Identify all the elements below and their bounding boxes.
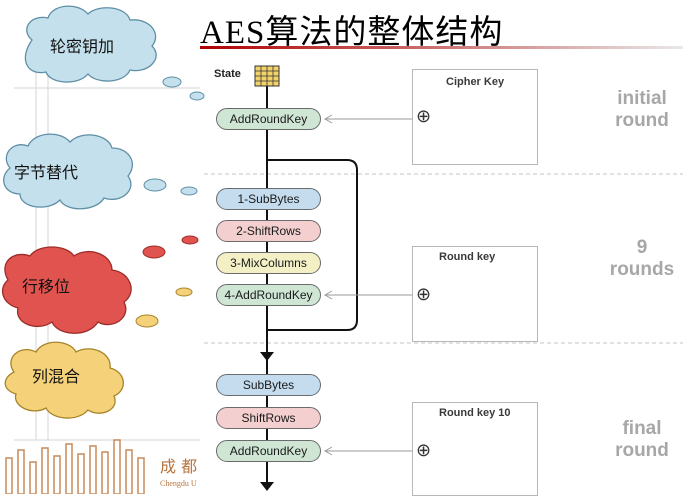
cipher-key-box [412,69,538,165]
flow-arrow [260,352,274,361]
cloud-shift-rows: 行移位 [1,235,199,334]
round-key-10-box [412,402,538,496]
xor-icon: ⊕ [416,106,432,126]
cloud-label: 行移位 [22,277,70,296]
phase-nine-rounds: 9 rounds [600,237,683,281]
logo-chinese: 成 都 [160,457,197,476]
round-key-box [412,246,538,342]
phase-final: final round [600,418,683,462]
round-key-10-label: Round key 10 [439,407,511,419]
round-loop [267,159,358,331]
logo-graphic [5,439,145,494]
cloud-sub-bytes: 字节替代 [3,133,198,210]
key-arrow-head [323,114,333,124]
phase-mid-line2: rounds [609,259,675,280]
round-key-label: Round key [439,251,496,263]
step-final-add-round-key: AddRoundKey [216,440,321,462]
step-mix-columns: 3-MixColumns [216,252,321,274]
phase-initial: initial round [600,88,683,132]
key-arrow-head [323,446,333,456]
state-label: State [214,68,241,80]
step-shift-rows: 2-ShiftRows [216,220,321,242]
cloud-label: 列混合 [32,367,80,386]
phase-initial-line1: initial [617,88,667,109]
phase-initial-line2: round [615,110,669,131]
step-initial-add-round-key: AddRoundKey [216,108,321,130]
phase-final-line1: final [622,418,662,439]
key-arrow-head [323,290,333,300]
cloud-label: 轮密钥加 [50,37,114,56]
logo-english: Chengdu U [160,479,197,488]
cloud-label: 字节替代 [14,163,78,182]
page-title: AES算法的整体结构 [200,15,504,51]
step-add-round-key: 4-AddRoundKey [216,284,321,306]
step-final-shift-rows: ShiftRows [216,407,321,429]
phase-final-line2: round [615,440,669,461]
flow-arrow [260,482,274,491]
state-grid-icon [254,65,280,87]
title-rule [200,46,683,49]
cipher-key-label: Cipher Key [446,76,505,88]
cloud-mix-columns: 列混合 [4,287,193,419]
step-final-sub-bytes: SubBytes [216,374,321,396]
cloud-add-round-key: 轮密钥加 [24,5,205,101]
xor-icon: ⊕ [416,440,432,460]
xor-icon: ⊕ [416,284,432,304]
phase-mid-line1: 9 [636,237,648,258]
step-sub-bytes: 1-SubBytes [216,188,321,210]
